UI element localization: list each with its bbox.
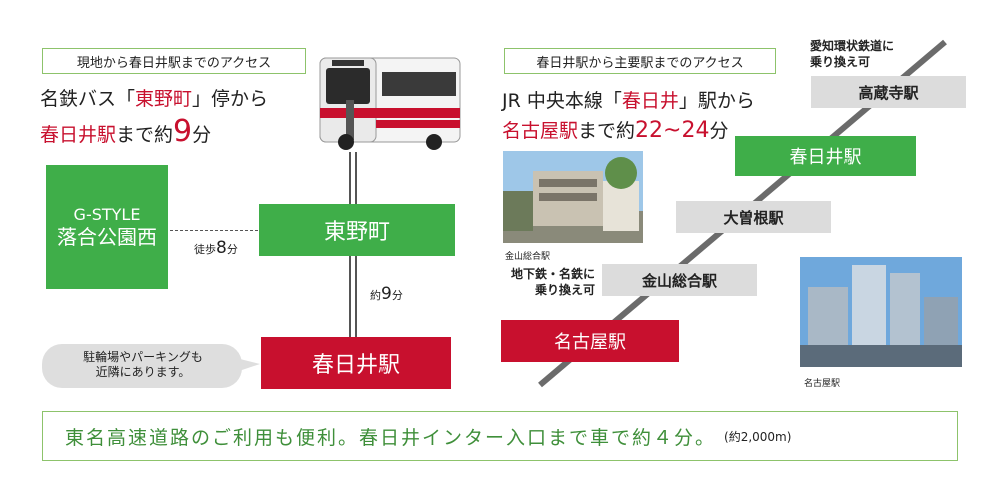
left-section-header: 現地から春日井駅までのアクセス xyxy=(42,48,306,74)
left-line1-stop: 東野町 xyxy=(135,88,193,110)
station-kasugai-left: 春日井駅 xyxy=(261,337,451,389)
station-kasugai-right-label: 春日井駅 xyxy=(789,147,862,168)
gstyle-box: G-STYLE 落合公園西 xyxy=(46,165,168,289)
bus-time-label: 約9分 xyxy=(370,284,403,304)
gstyle-en: G-STYLE xyxy=(73,205,141,225)
walk-unit: 分 xyxy=(226,243,238,256)
speech-bubble xyxy=(42,344,260,388)
bus-unit: 分 xyxy=(391,289,403,302)
right-line2-num: 22~24 xyxy=(635,118,710,143)
right-line2-mid: まで約 xyxy=(578,120,636,142)
kanayama-photo-caption: 金山総合駅 xyxy=(505,249,550,262)
kanayama-caption-text: 金山総合駅 xyxy=(505,252,551,262)
right-line1-station: 春日井 xyxy=(621,90,679,112)
bus-pre: 約 xyxy=(370,289,381,302)
right-headline-line2: 名古屋駅まで約22~24分 xyxy=(502,116,728,143)
highway-banner-text: 東名高速道路のご利用も便利。春日井インター入口まで車で約４分。 xyxy=(65,426,717,449)
right-line2-unit: 分 xyxy=(709,120,729,142)
bus-illustration xyxy=(319,57,461,150)
note-top-line1: 愛知環状鉄道に xyxy=(810,39,895,53)
walk-time-label: 徒歩8分 xyxy=(194,238,238,258)
highway-banner-sub: (約2,000m) xyxy=(724,429,792,444)
bus-stop-higashinocho: 東野町 xyxy=(259,204,455,256)
walk-dashed-line xyxy=(170,230,258,231)
speech-bubble-text: 駐輪場やパーキングも 近隣にあります。 xyxy=(58,350,228,380)
note-mid-line1: 地下鉄・名鉄に xyxy=(510,267,595,281)
left-headline-line2: 春日井駅まで約9分 xyxy=(40,114,211,149)
bus-route-line-left xyxy=(349,152,351,388)
left-line2-num: 9 xyxy=(173,114,193,149)
bubble-line2: 近隣にあります。 xyxy=(95,365,191,379)
note-top-line2: 乗り換え可 xyxy=(810,55,871,69)
left-line1-pre: 名鉄バス「 xyxy=(40,88,136,110)
station-kasugai-right: 春日井駅 xyxy=(735,136,916,176)
highway-banner: 東名高速道路のご利用も便利。春日井インター入口まで車で約４分。 (約2,000m… xyxy=(42,411,958,461)
left-headline-line1: 名鉄バス「東野町」停から xyxy=(40,84,268,111)
right-section-header-text: 春日井駅から主要駅までのアクセス xyxy=(536,55,744,71)
nagoya-caption-text: 名古屋駅 xyxy=(804,379,841,389)
gstyle-jp: 落合公園西 xyxy=(57,224,157,249)
station-kasugai-left-label: 春日井駅 xyxy=(311,353,400,378)
right-line1-pre: JR 中央本線「 xyxy=(502,90,622,112)
kanayama-station-photo xyxy=(503,151,643,243)
bubble-line1: 駐輪場やパーキングも xyxy=(83,350,203,364)
station-nagoya: 名古屋駅 xyxy=(501,320,679,362)
station-nagoya-label: 名古屋駅 xyxy=(554,332,626,353)
note-mid-line2: 乗り換え可 xyxy=(534,283,595,297)
left-line2-mid: まで約 xyxy=(116,124,174,146)
right-section-header: 春日井駅から主要駅までのアクセス xyxy=(504,48,776,74)
nagoya-photo-caption: 名古屋駅 xyxy=(804,376,840,389)
right-headline-line1: JR 中央本線「春日井」駅から xyxy=(502,86,755,113)
left-line2-dest: 春日井駅 xyxy=(40,124,117,146)
station-kanayama-label: 金山総合駅 xyxy=(641,271,717,290)
note-aichi-loop: 愛知環状鉄道に 乗り換え可 xyxy=(810,38,894,70)
bus-route-line-right xyxy=(355,152,357,388)
nagoya-station-photo xyxy=(800,257,962,367)
right-line1-post: 」駅から xyxy=(678,90,755,112)
walk-pre: 徒歩 xyxy=(194,243,216,256)
station-kozoji: 高蔵寺駅 xyxy=(811,76,966,108)
left-line1-post: 」停から xyxy=(192,88,269,110)
note-subway-meitetsu: 地下鉄・名鉄に 乗り換え可 xyxy=(505,266,595,298)
left-line2-unit: 分 xyxy=(192,124,212,146)
bus-stop-label: 東野町 xyxy=(323,220,390,245)
right-line2-dest: 名古屋駅 xyxy=(502,120,579,142)
bus-num: 9 xyxy=(381,284,392,304)
station-kozoji-label: 高蔵寺駅 xyxy=(858,83,919,102)
station-kanayama: 金山総合駅 xyxy=(602,264,757,296)
left-section-header-text: 現地から春日井駅までのアクセス xyxy=(76,55,272,71)
station-ozone: 大曽根駅 xyxy=(676,201,831,233)
station-ozone-label: 大曽根駅 xyxy=(723,208,784,227)
walk-num: 8 xyxy=(216,238,227,258)
